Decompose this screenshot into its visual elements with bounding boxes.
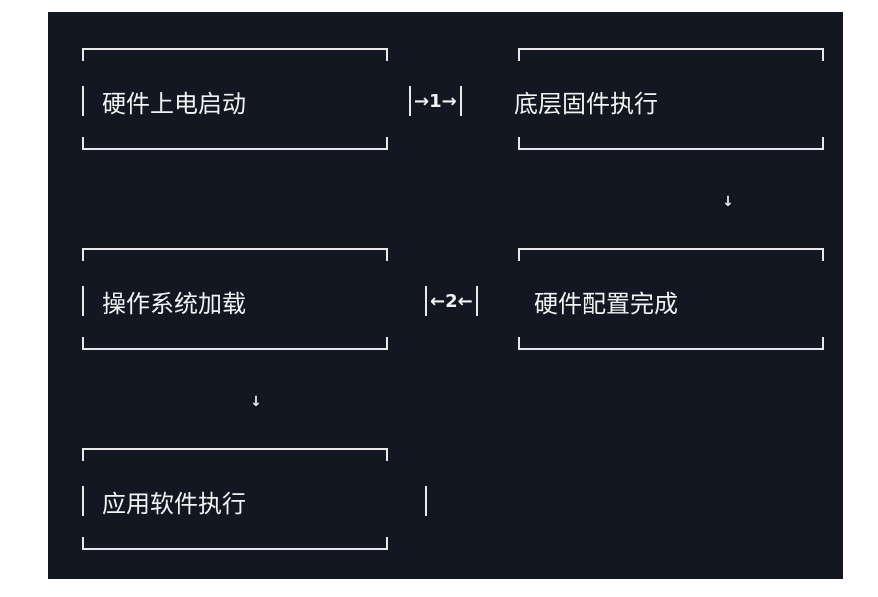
node-text: 硬件配置完成: [534, 289, 678, 318]
connector-label: →1→: [414, 90, 457, 112]
node-text: 底层固件执行: [514, 89, 658, 118]
node-left-bar: [82, 486, 84, 516]
node-top-bracket: [82, 248, 388, 261]
node-text: 硬件上电启动: [102, 89, 246, 118]
connector-left-bar: [425, 286, 427, 316]
node-top-bracket: [82, 48, 388, 61]
connector-right-bar: [459, 86, 462, 116]
node-hardware-config-complete: 硬件配置完成: [518, 248, 824, 350]
node-bottom-bracket: [82, 137, 388, 150]
node-top-bracket: [518, 248, 824, 261]
node-text: 操作系统加载: [102, 289, 246, 318]
connector-right-bar: [475, 286, 478, 316]
node-bottom-bracket: [82, 337, 388, 350]
node-os-loading: 操作系统加载: [82, 248, 388, 350]
down-arrow-1: ↓: [722, 194, 734, 210]
node-firmware-execution: 底层固件执行: [514, 48, 824, 150]
node-label: 硬件上电启动: [82, 84, 246, 118]
connector-step-2: ←2←: [425, 284, 478, 318]
node-hardware-power-on: 硬件上电启动: [82, 48, 388, 150]
connector-left-bar: [409, 86, 411, 116]
connector-step-1: →1→: [409, 84, 462, 118]
connector-label: ←2←: [430, 290, 473, 312]
node-top-bracket: [518, 48, 824, 61]
node-label: 硬件配置完成: [534, 284, 678, 318]
down-arrow-2: ↓: [250, 394, 262, 410]
node-left-bar: [82, 86, 84, 116]
node-label: 底层固件执行: [514, 84, 658, 118]
node-bottom-bracket: [82, 537, 388, 550]
trailing-bar: [425, 486, 427, 516]
node-bottom-bracket: [518, 137, 824, 150]
node-application-execution: 应用软件执行: [82, 448, 388, 550]
node-left-bar: [82, 286, 84, 316]
node-top-bracket: [82, 448, 388, 461]
node-label: 操作系统加载: [82, 284, 246, 318]
node-label: 应用软件执行: [82, 484, 246, 518]
node-bottom-bracket: [518, 337, 824, 350]
node-text: 应用软件执行: [102, 489, 246, 518]
diagram-panel: 硬件上电启动 →1→ 底层固件执行 ↓ 操作系统加载 ←2←: [48, 12, 843, 579]
